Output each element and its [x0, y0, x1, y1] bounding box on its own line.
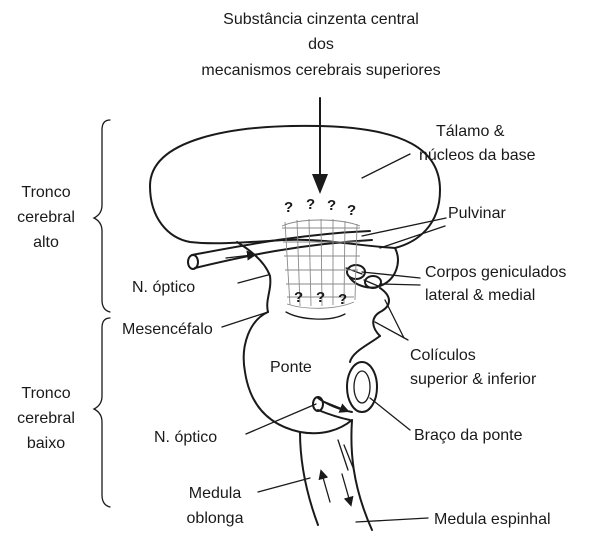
- pons-right-outline: [350, 336, 380, 362]
- medulla-right-outline: [351, 420, 372, 530]
- label-talamo-1: Tálamo &: [436, 123, 505, 140]
- label-tronco-alto-2: cerebral: [17, 209, 75, 226]
- question-mark: ?: [294, 289, 303, 306]
- question-mark: ?: [338, 291, 347, 308]
- label-geniculados-2: lateral & medial: [425, 287, 535, 304]
- question-mark: ?: [306, 196, 315, 213]
- descending-arrow: [342, 474, 350, 502]
- label-braco-ponte: Braço da ponte: [414, 427, 523, 444]
- label-tronco-alto-1: Tronco: [21, 184, 70, 201]
- label-ponte: Ponte: [270, 359, 312, 376]
- upper-brace: [94, 120, 110, 312]
- question-mark: ?: [327, 197, 336, 214]
- middle-peduncle-shape: [347, 362, 377, 412]
- label-medula-espinhal: Medula espinhal: [434, 511, 551, 528]
- label-tronco-alto-3: alto: [33, 234, 59, 251]
- label-tronco-baixo-2: cerebral: [17, 410, 75, 427]
- ascending-arrow: [322, 474, 330, 502]
- label-optic-nerve-top: N. óptico: [132, 279, 195, 296]
- title-line-2: dos: [308, 36, 334, 53]
- geniculate-bodies-shape: [346, 265, 381, 288]
- label-talamo-2: núcleos da base: [419, 147, 536, 164]
- label-mesencefalo: Mesencéfalo: [122, 321, 213, 338]
- optic-nerve-bottom: [313, 397, 352, 420]
- pulvinar-shape: [350, 248, 398, 288]
- label-medula-oblonga-1: Medula: [189, 485, 242, 502]
- central-gray-arrow: [312, 98, 328, 194]
- label-coliculos-2: superior & inferior: [410, 371, 537, 388]
- mesencephalon-curve: [286, 312, 345, 319]
- label-pulvinar: Pulvinar: [448, 205, 506, 222]
- label-tronco-baixo-3: baixo: [27, 435, 65, 452]
- lower-brace: [94, 318, 110, 507]
- label-coliculos-1: Colículos: [410, 347, 476, 364]
- thalamus-shape: [150, 126, 440, 248]
- question-mark: ?: [347, 202, 356, 219]
- label-medula-oblonga-2: oblonga: [187, 510, 244, 527]
- label-optic-nerve-bottom: N. óptico: [154, 429, 217, 446]
- question-mark: ?: [284, 199, 293, 216]
- title-line-3: mecanismos cerebrais superiores: [201, 62, 440, 79]
- label-tronco-baixo-1: Tronco: [21, 385, 70, 402]
- question-mark: ?: [316, 289, 325, 306]
- label-geniculados-1: Corpos geniculados: [425, 264, 566, 281]
- title-line-1: Substância cinzenta central: [223, 11, 419, 28]
